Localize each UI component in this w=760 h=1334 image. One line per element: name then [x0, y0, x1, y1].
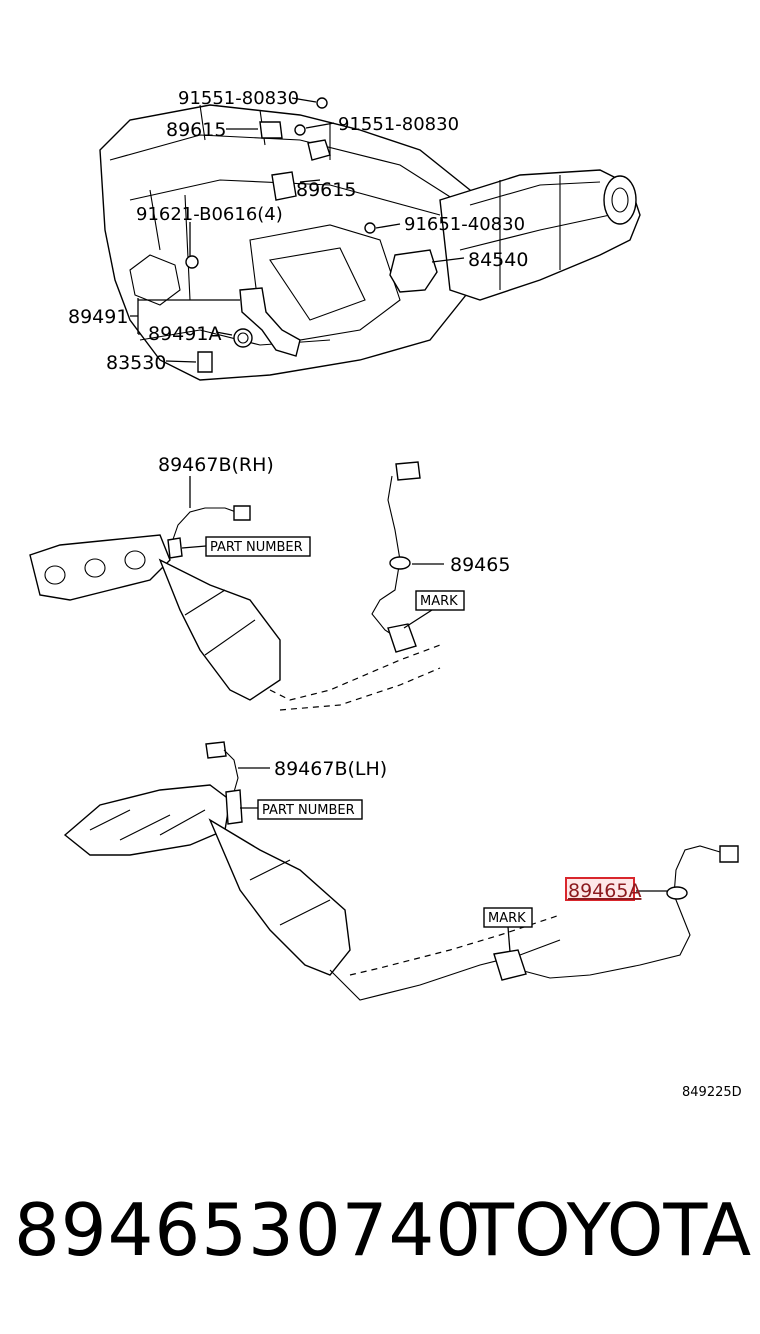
callout-89615-mid: 89615 [296, 179, 356, 201]
parts-diagram: 91551-80830 89615 91551-80830 89615 9162… [29, 88, 742, 1100]
lh-leader-lines [238, 767, 667, 953]
rh-mark-tag-box [415, 590, 465, 611]
lh-downstream-sensor-label-highlighted[interactable]: 89465A [568, 880, 641, 902]
rh-leader-lines [181, 476, 444, 629]
rh-part-number-tag-box [205, 536, 311, 557]
callout-91651: 91651-40830 [404, 214, 525, 235]
callout-89491: 89491 [68, 306, 128, 328]
rh-exhaust-illustration [29, 461, 441, 711]
rh-part-number-tag: PART NUMBER [210, 540, 303, 555]
lh-part-number-tag: PART NUMBER [262, 803, 355, 818]
rh-mark-tag: MARK [420, 594, 458, 609]
drawing-reference: 849225D [682, 1085, 742, 1100]
engine-leader-lines [130, 97, 465, 363]
rh-downstream-sensor-label: 89465 [450, 554, 510, 576]
callout-91621: 91621-B0616(4) [136, 204, 283, 225]
callout-84540: 84540 [468, 249, 528, 271]
engine-assembly-illustration [99, 97, 641, 381]
footer-part-number: 8946530740 [14, 1188, 483, 1272]
lh-upstream-sensor-label: 89467B(LH) [274, 758, 387, 780]
callout-91551-right: 91551-80830 [338, 114, 459, 135]
callout-89491A: 89491A [148, 323, 221, 345]
lh-exhaust-illustration [63, 741, 739, 1001]
lh-mark-tag-box [483, 907, 533, 928]
lh-mark-tag: MARK [488, 911, 526, 926]
rh-upstream-sensor-label: 89467B(RH) [158, 454, 274, 476]
lh-part-number-tag-box [257, 799, 363, 820]
callout-83530: 83530 [106, 352, 166, 374]
callout-89615-left: 89615 [166, 119, 226, 141]
highlight-box [565, 877, 635, 901]
callout-91551-top: 91551-80830 [178, 88, 299, 109]
footer-brand: TOYOTA [470, 1188, 752, 1272]
